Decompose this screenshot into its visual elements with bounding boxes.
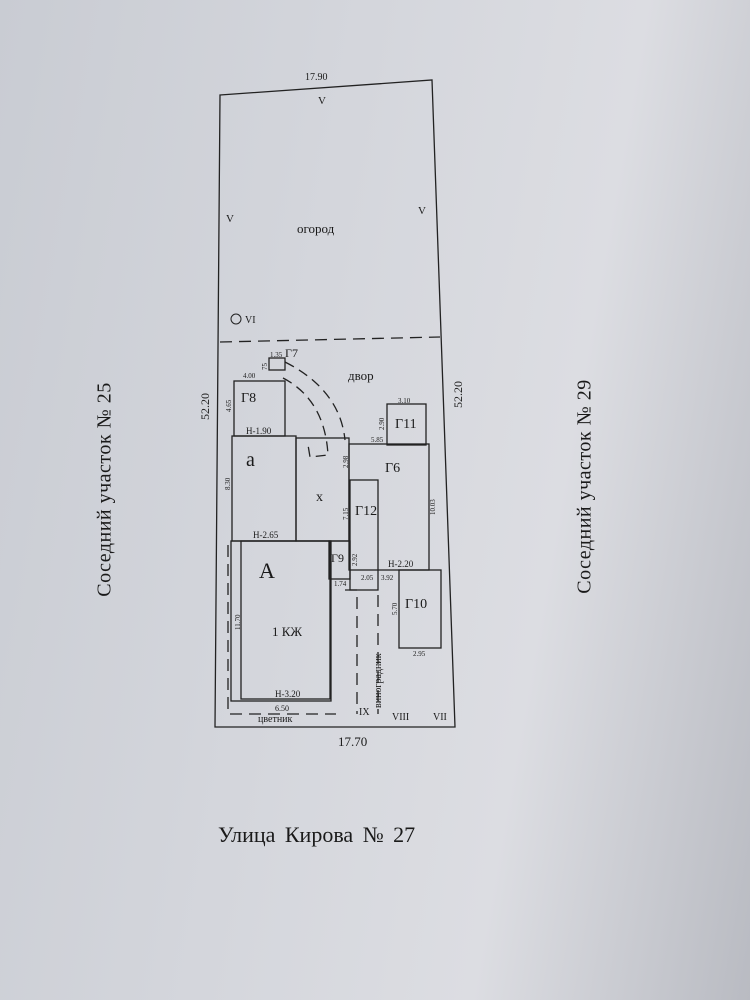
yard-label: двор [348, 368, 374, 383]
tree-marker [230, 313, 242, 325]
right-neighbor-label: Соседний участок № 29 [573, 379, 596, 594]
dim-g12-h: 7.15 [342, 507, 350, 520]
dim-bottom: 17.70 [338, 734, 367, 749]
dim-g6-b2: 3.92 [381, 574, 394, 582]
label-g8: Г8 [241, 391, 256, 406]
main-house-label: А [259, 558, 275, 583]
path-arc [282, 361, 346, 458]
zone-viii: VIII [392, 712, 409, 723]
dim-g11-b: 5.85 [371, 436, 384, 444]
building-g7 [268, 357, 286, 371]
label-g11: Г11 [395, 417, 417, 432]
dim-g6-b1: 2.05 [361, 574, 374, 582]
lot-boundary [214, 79, 456, 728]
dim-g7-w: 1.35 [270, 351, 283, 359]
dim-g10-w: 2.95 [413, 650, 426, 658]
dim-A-w: 6.50 [275, 704, 289, 713]
dim-g11-h: 2.90 [378, 417, 386, 430]
g8-height: Н-1.90 [246, 426, 272, 436]
dim-left: 52.20 [198, 393, 212, 420]
dim-a-h: 8.30 [224, 477, 232, 490]
kitchen-label: х [316, 490, 323, 505]
flowerbed-label: цветник [258, 714, 293, 725]
building-g9 [328, 540, 351, 580]
dim-g7-h: 75 [261, 363, 269, 371]
dim-g10-h: 5.70 [391, 602, 399, 615]
dim-g9-w: 1.74 [334, 580, 347, 588]
A-height: Н-3.20 [275, 689, 301, 699]
main-house-type: 1 КЖ [272, 624, 302, 639]
label-g7: Г7 [285, 346, 298, 360]
zone-v-left: V [226, 213, 234, 225]
label-g9: Г9 [331, 551, 344, 565]
dim-g11-w: 3.10 [398, 397, 411, 405]
building-g11 [386, 403, 427, 446]
dim-right: 52.20 [451, 381, 465, 408]
dim-A-h: 11.70 [234, 614, 242, 630]
building-a [231, 435, 297, 542]
zone-v-right: V [418, 205, 426, 217]
building-g12 [349, 479, 379, 591]
street-label: Улица Кирова № 27 [218, 822, 416, 847]
garden-label: огород [297, 221, 335, 236]
building-g6 [348, 443, 430, 571]
label-g12: Г12 [355, 504, 377, 519]
dim-g6-left: 2.98 [342, 455, 350, 468]
label-g10: Г10 [405, 597, 427, 612]
zone-vii: VII [433, 712, 447, 723]
a-height: Н-2.65 [253, 530, 279, 540]
zone-ix: IX [359, 707, 370, 718]
building-g10 [398, 569, 442, 649]
building-A [230, 540, 332, 702]
dim-g8-w: 4.00 [243, 372, 256, 380]
vineyard-label: виноградник [373, 653, 384, 708]
zone-v-top: V [318, 95, 326, 107]
label-g6: Г6 [385, 461, 400, 476]
footpath [227, 545, 379, 715]
g6-height: Н-2.20 [388, 559, 414, 569]
dim-g8-h: 4.65 [225, 399, 233, 412]
dim-top: 17.90 [305, 72, 328, 83]
annex-label: а [246, 449, 255, 471]
zone-vi: VI [245, 315, 256, 326]
dim-g6-h: 10.03 [429, 499, 437, 515]
dim-g9-h: 2.92 [351, 553, 359, 566]
garden-divider [219, 336, 441, 343]
building-A-inner [240, 540, 331, 700]
left-neighbor-label: Соседний участок № 25 [93, 382, 116, 597]
